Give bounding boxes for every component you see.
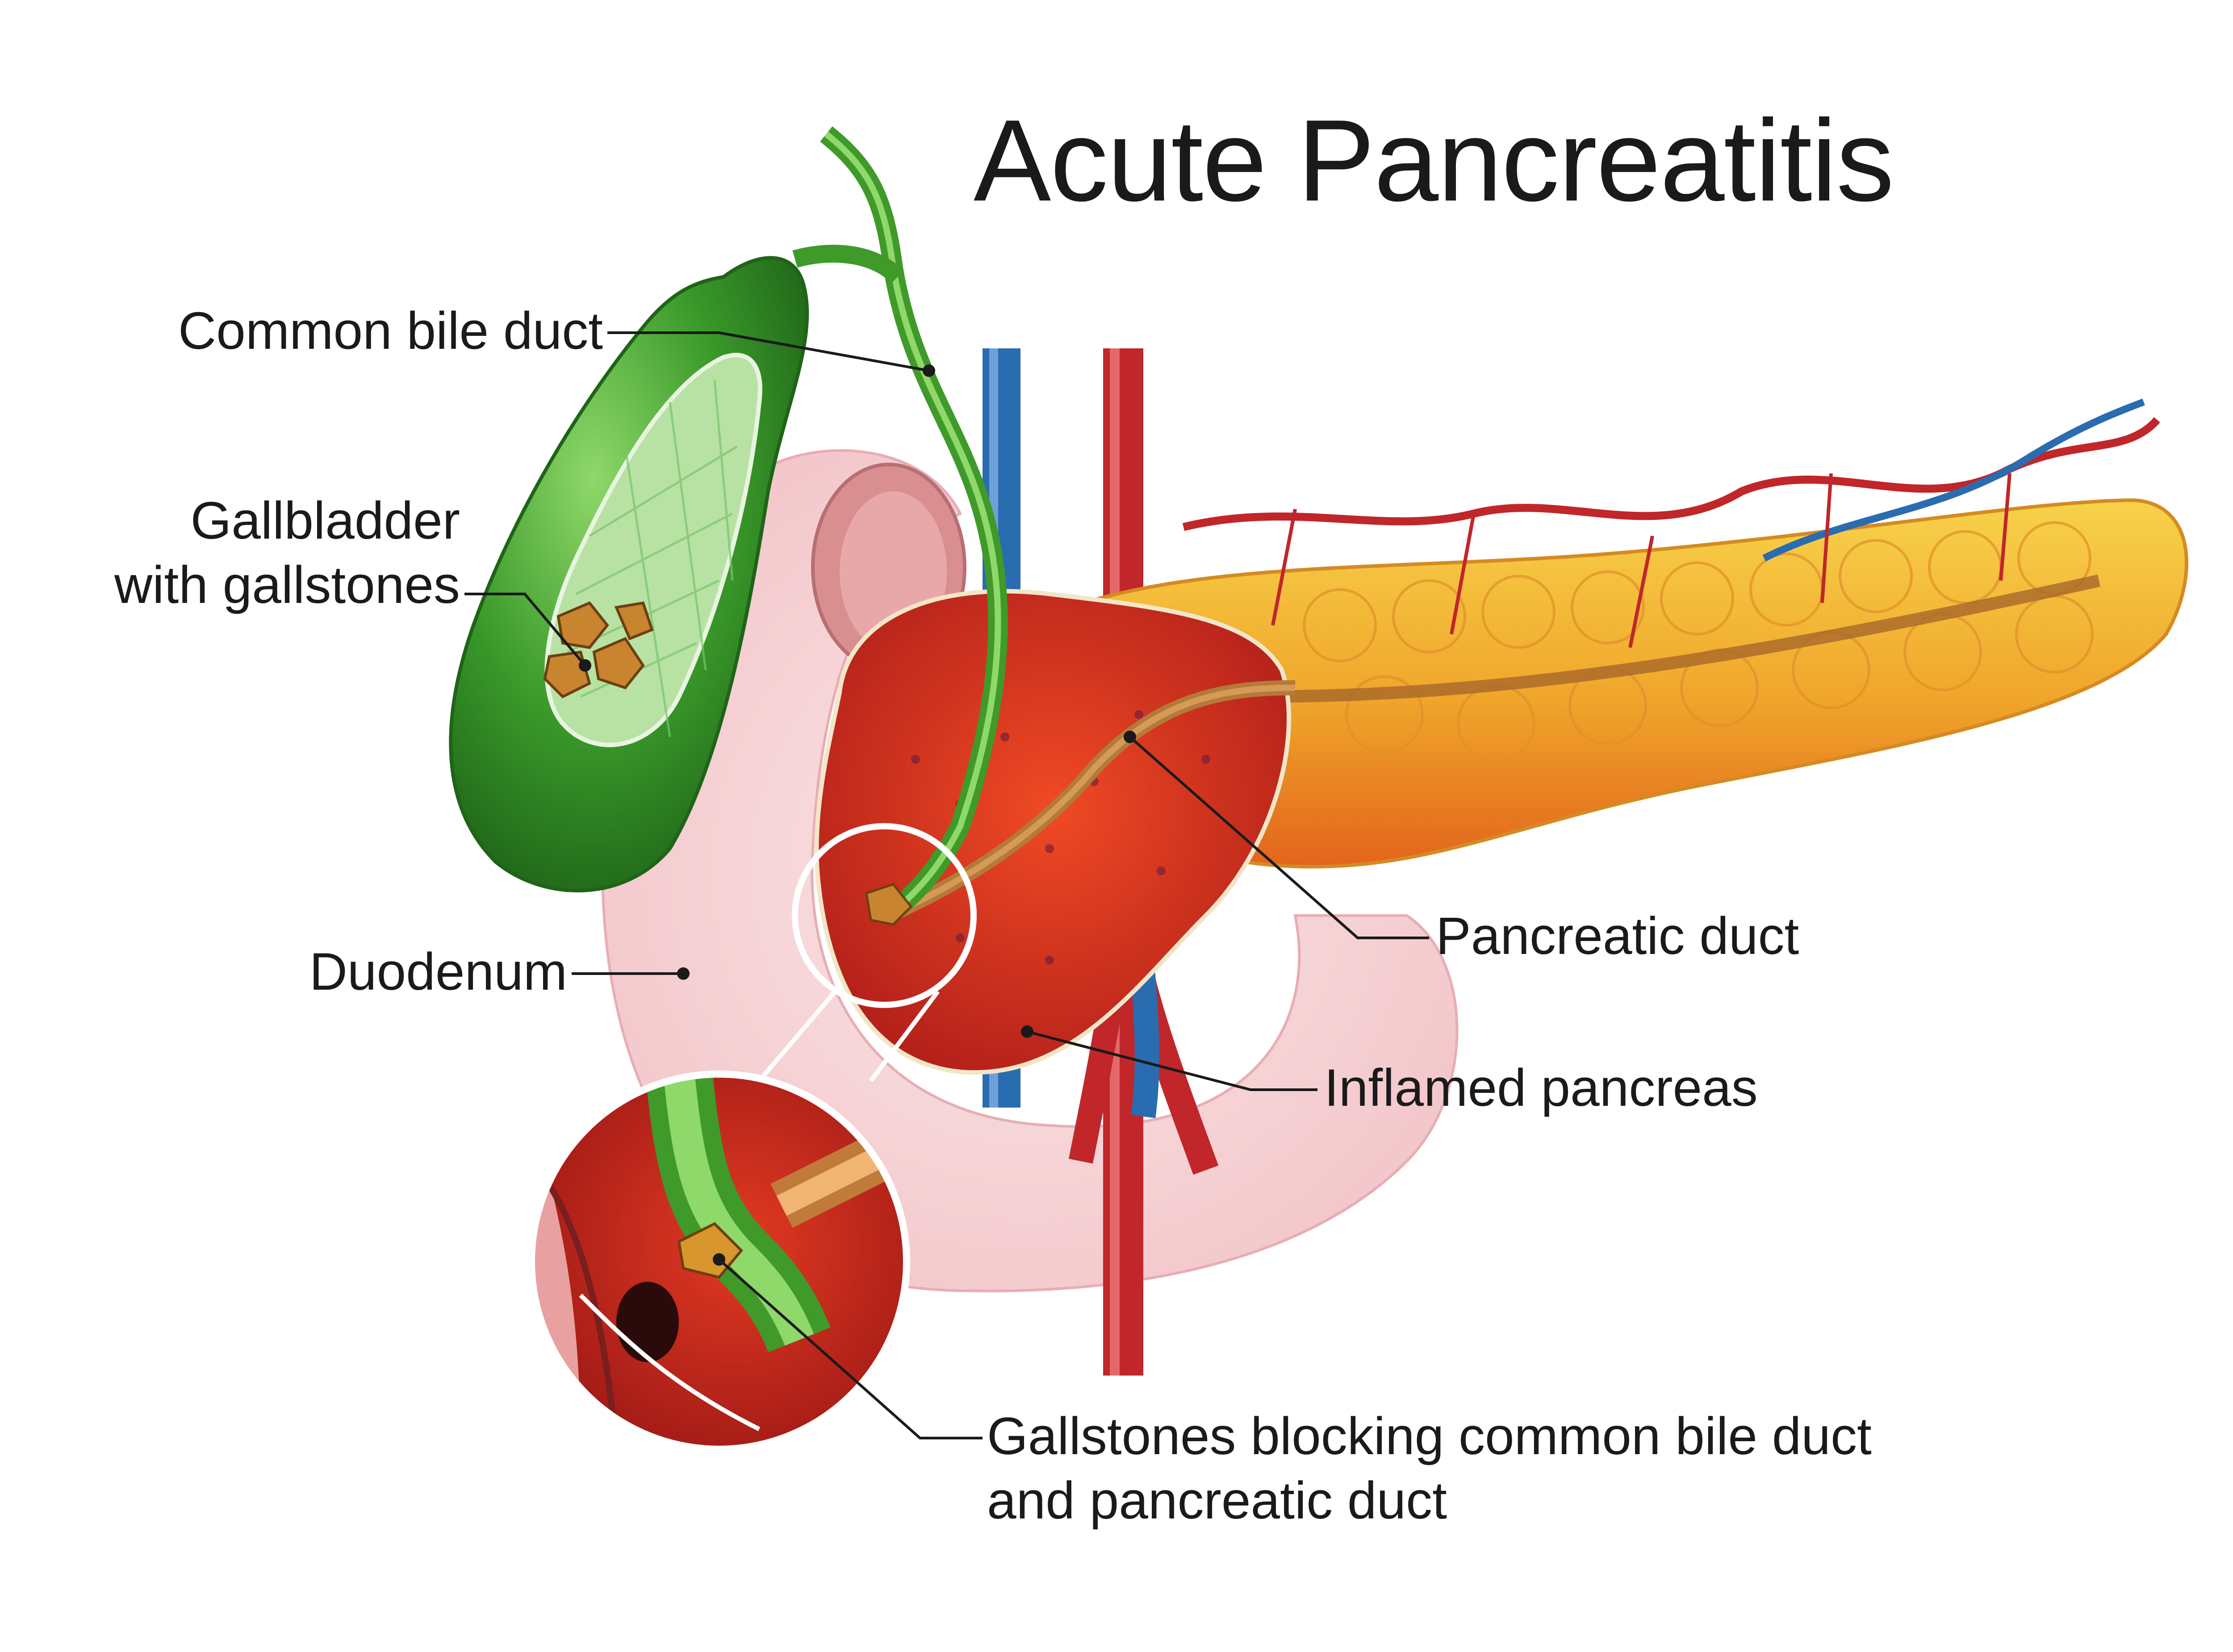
leader-lines [464,331,1429,1439]
label-gallbladder: Gallbladder with gallstones [49,489,460,618]
label-gallbladder-line1: Gallbladder [190,491,460,550]
duodenum-shape [601,449,1459,1292]
inflamed-pancreas-head [814,589,1296,1075]
label-common-bile-duct: Common bile duct [178,301,603,360]
label-pancreatic-duct: Pancreatic duct [1436,907,1799,966]
gallstones-cluster [543,601,654,698]
label-inflamed-pancreas: Inflamed pancreas [1324,1058,1758,1117]
zoom-connector [757,990,940,1083]
label-gallstones-blocking: Gallstones blocking common bile duct and… [987,1405,1872,1533]
label-gallstones-line2: and pancreatic duct [987,1471,1447,1530]
label-gallbladder-line2: with gallstones [114,555,460,615]
ampulla-stone [865,883,913,926]
label-duodenum: Duodenum [309,942,567,1001]
splenic-vessels [1182,398,2160,648]
callout-circle [792,823,977,1008]
gallbladder-shape [449,256,809,893]
leader-dots [579,364,1136,1266]
label-gallstones-line1: Gallstones blocking common bile duct [987,1407,1872,1466]
pancreas-body [1025,498,2188,869]
common-bile-duct [792,126,1008,923]
page-title: Acute Pancreatitis [974,96,1894,226]
